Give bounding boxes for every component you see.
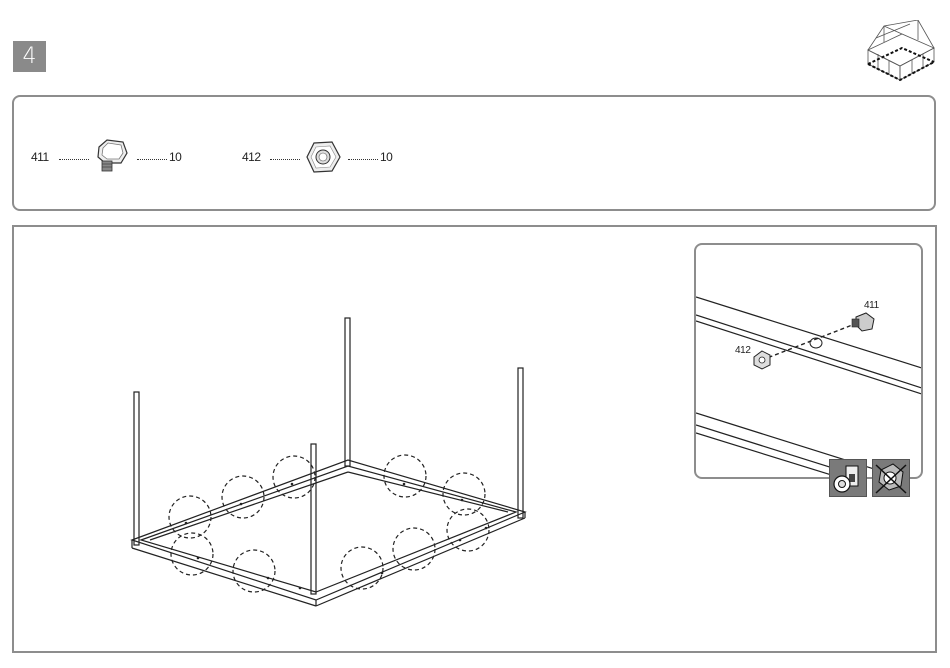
- incorrect-orientation-icon: [873, 460, 909, 496]
- corner-posts: [134, 318, 523, 594]
- nut-callout-label: 412: [735, 345, 751, 356]
- bolt-callout-label: 411: [864, 300, 879, 311]
- fastener-location-circle: [393, 528, 435, 570]
- detail-zoom-panel: 411 412: [694, 243, 923, 479]
- base-frame-rails: [132, 460, 525, 606]
- rail-profile: [696, 297, 923, 479]
- detail-nut-icon: [754, 351, 770, 369]
- bolt-nut-assembled-icon: [829, 459, 867, 497]
- bolt-holes: [185, 483, 488, 590]
- post-left: [134, 392, 139, 545]
- correct-orientation-icon: [830, 460, 866, 496]
- fastener-location-circle: [171, 533, 213, 575]
- detail-bolt-icon: [852, 313, 874, 331]
- post-back: [345, 318, 350, 466]
- fastener-location-circle: [233, 550, 275, 592]
- detail-diagram: [696, 245, 923, 479]
- fastener-location-circle: [273, 456, 315, 498]
- fastener-location-circle: [384, 455, 426, 497]
- post-right: [518, 368, 523, 518]
- fastener-locations: [169, 455, 489, 592]
- fastener-location-circle: [222, 476, 264, 518]
- crossed-out-bolt-icon: [872, 459, 910, 497]
